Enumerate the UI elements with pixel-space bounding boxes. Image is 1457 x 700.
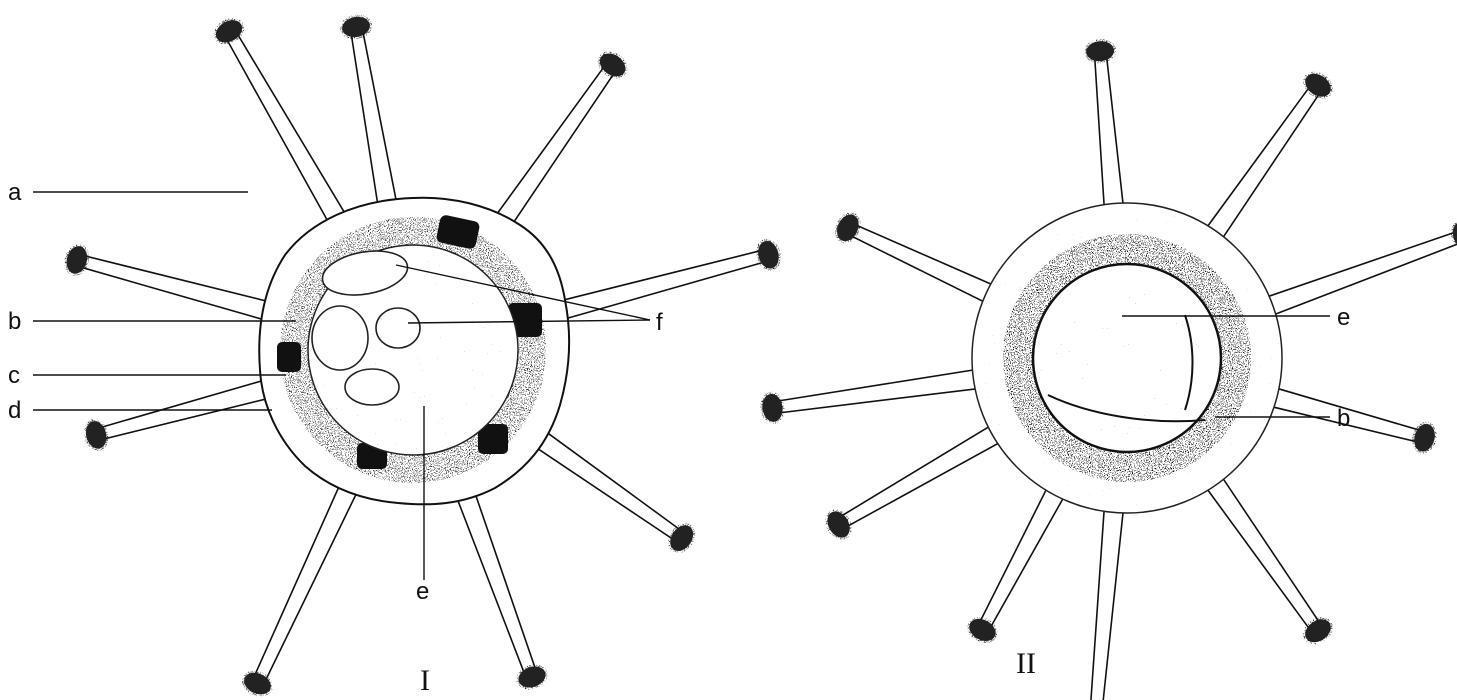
fig1-spine-2 bbox=[485, 46, 632, 241]
pollen-grain-figure-2 bbox=[758, 38, 1457, 700]
label-a: a bbox=[8, 179, 22, 206]
figure-numeral-2: II bbox=[1016, 647, 1036, 680]
fig2-spine-5 bbox=[1205, 475, 1338, 649]
label-f: f bbox=[656, 309, 663, 336]
fig1-spine-4 bbox=[522, 422, 701, 558]
fig2-spine-9 bbox=[758, 369, 979, 425]
fig1-spine-6 bbox=[238, 473, 363, 700]
fig2-spine-4 bbox=[1269, 388, 1440, 457]
fig1-spine-5 bbox=[452, 478, 551, 693]
label-d: d bbox=[8, 397, 21, 424]
fig2-spine-3 bbox=[1265, 216, 1457, 315]
fig2-spine-2 bbox=[1205, 66, 1338, 240]
label-b-2: b bbox=[1337, 405, 1350, 432]
label-e-2: e bbox=[1337, 304, 1350, 331]
fig1-spine-1 bbox=[338, 12, 398, 213]
label-c: c bbox=[8, 362, 20, 389]
fig2-spine-6 bbox=[1079, 507, 1124, 700]
fig2-spine-10 bbox=[830, 208, 995, 303]
fig2-spine-8 bbox=[820, 425, 1002, 545]
fig1-spine-9 bbox=[209, 13, 351, 234]
fig2-spine-7 bbox=[963, 486, 1065, 648]
fig1-spine-3 bbox=[546, 236, 784, 323]
inner-body-2 bbox=[1036, 268, 1208, 440]
fig2-spine-1 bbox=[1083, 38, 1123, 210]
fig1-spine-8 bbox=[61, 241, 280, 323]
label-e: e bbox=[416, 578, 429, 605]
label-b: b bbox=[8, 308, 21, 335]
figure-numeral-1: I bbox=[420, 664, 430, 697]
fig1-spine-7 bbox=[80, 377, 280, 453]
